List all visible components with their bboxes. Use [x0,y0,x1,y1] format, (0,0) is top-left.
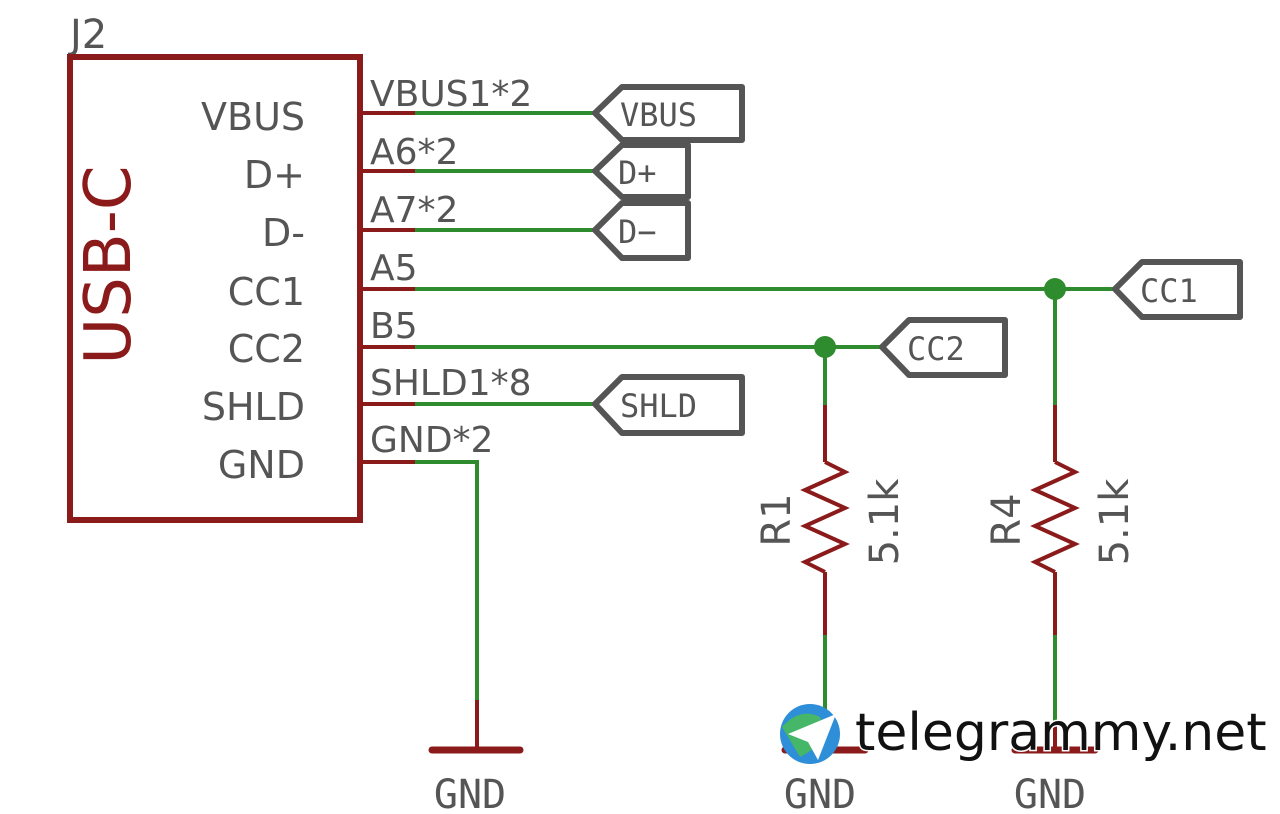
net-label-vbus: VBUS [620,96,697,134]
resistor-value: 5.1k [862,478,908,566]
pin-pad: A5 [370,248,418,289]
pin-pad: VBUS1*2 [370,74,532,115]
junction-dot [1044,278,1066,300]
pin-pad: B5 [370,306,418,347]
wire-gnd [415,460,479,700]
wires [415,111,1115,725]
pin-stubs [360,111,415,464]
net-label-cc2: CC2 [907,330,965,368]
flag-vbus [592,84,745,143]
resistor-r4 [1011,405,1099,754]
pin-name: SHLD [202,385,305,429]
flag-shld [592,374,745,436]
ground-label: GND [1014,772,1086,814]
pin-pad: GND*2 [370,420,493,461]
resistor-ref: R4 [984,493,1030,546]
pin-pad: A7*2 [370,190,458,231]
net-flags [592,84,1243,436]
ground-label: GND [784,772,856,814]
connector-j2: J2 USB-C VBUS D+ D- CC1 CC2 SHLD GND VBU… [67,12,532,523]
part-ref: J2 [67,12,107,58]
net-label-cc1: CC1 [1140,272,1198,310]
ground-symbol-j2 [428,700,524,754]
pin-pad: SHLD1*8 [370,363,532,404]
pin-name: D- [262,211,305,255]
watermark: telegrammy.net [780,702,1268,765]
net-label-dm: D− [618,213,657,251]
resistor-ref: R1 [754,493,800,546]
pin-name: CC2 [228,327,305,371]
ground-label: GND [434,772,506,814]
flag-cc1 [1112,259,1243,320]
net-label-shld: SHLD [620,387,697,425]
telegram-globe-icon [780,704,840,764]
net-label-dp: D+ [618,154,657,192]
part-value: USB-C [72,165,146,364]
flag-dp [592,142,691,200]
flag-dm [592,200,691,261]
pin-name: VBUS [201,95,305,139]
resistor-value: 5.1k [1092,478,1138,566]
pin-name: CC1 [228,270,305,314]
pin-name: GND [218,443,305,487]
watermark-text: telegrammy.net [855,703,1267,763]
pin-pad: A6*2 [370,132,458,173]
flag-cc2 [879,317,1008,378]
junction-dot [814,336,836,358]
pin-name: D+ [244,153,305,197]
